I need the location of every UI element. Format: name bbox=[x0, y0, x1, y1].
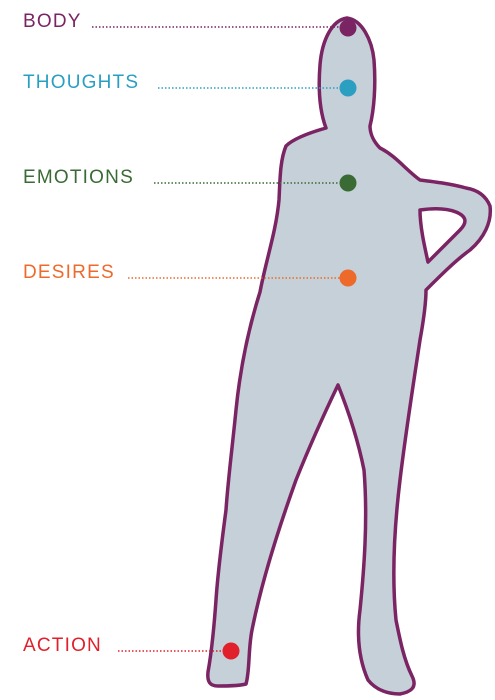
desires-dot bbox=[340, 270, 357, 287]
action-dot bbox=[223, 643, 240, 660]
label-emotions: EMOTIONS bbox=[23, 167, 134, 188]
emotions-dot bbox=[340, 175, 357, 192]
thoughts-dot bbox=[340, 80, 357, 97]
label-desires: DESIRES bbox=[23, 262, 115, 283]
person-silhouette bbox=[208, 18, 490, 694]
body-dot bbox=[340, 20, 357, 37]
label-thoughts: THOUGHTS bbox=[23, 72, 139, 93]
label-body: BODY bbox=[23, 11, 82, 32]
label-action: ACTION bbox=[23, 635, 102, 656]
